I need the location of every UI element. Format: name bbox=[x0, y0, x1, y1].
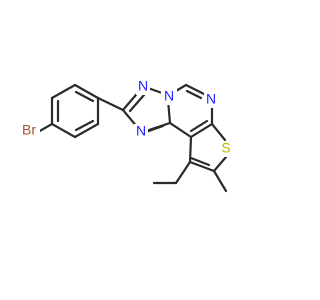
nitrogen-atom-top-left: N bbox=[136, 78, 150, 95]
nitrogen-label-right: N bbox=[206, 91, 216, 107]
sulfur-atom: S bbox=[219, 140, 233, 157]
bond-triazole-1-inner bbox=[128, 93, 146, 113]
nitrogen-atom-right: N bbox=[204, 91, 218, 108]
molecule-structure-diagram: Br N N N N S bbox=[18, 77, 233, 193]
nitrogen-label-bridge: N bbox=[164, 88, 174, 104]
bond-ph-3-inner bbox=[74, 90, 95, 103]
bond-ethyl-1 bbox=[174, 160, 192, 185]
bond-pyr-5 bbox=[168, 121, 193, 139]
bond-pyr-2-inner bbox=[185, 89, 203, 100]
atom-label-layer: Br N N N N S bbox=[18, 78, 233, 157]
bond-pyr-4-inner bbox=[189, 119, 209, 133]
bond-pyr-2 bbox=[184, 83, 206, 96]
bond-triazole-4-inner bbox=[144, 124, 165, 134]
bond-ph-triazole bbox=[96, 96, 125, 112]
sulfur-label: S bbox=[221, 140, 230, 156]
bromine-label: Br bbox=[22, 122, 36, 138]
bond-thio-4 bbox=[188, 135, 193, 164]
bromine-atom: Br bbox=[18, 121, 40, 139]
nitrogen-atom-lower-left: N bbox=[134, 123, 148, 140]
bond-thio-2 bbox=[212, 155, 228, 173]
bond-pyr-4 bbox=[189, 122, 214, 139]
bond-ph-6 bbox=[50, 122, 77, 139]
nitrogen-atom-bridge: N bbox=[161, 88, 177, 105]
bond-ph-5 bbox=[73, 122, 100, 139]
nitrogen-label-lower-left: N bbox=[136, 123, 146, 139]
bond-thio-1 bbox=[210, 122, 227, 142]
bond-ph-5-inner bbox=[74, 119, 95, 132]
bond-ph-2 bbox=[50, 83, 77, 100]
bond-br-c bbox=[36, 122, 54, 134]
bond-ph-3 bbox=[73, 83, 100, 100]
bond-thio-3-inner bbox=[189, 156, 211, 167]
bond-methyl bbox=[212, 169, 228, 193]
nitrogen-label-top-left: N bbox=[138, 78, 148, 94]
bond-thio-3 bbox=[188, 160, 216, 173]
bond-layer bbox=[36, 83, 228, 193]
